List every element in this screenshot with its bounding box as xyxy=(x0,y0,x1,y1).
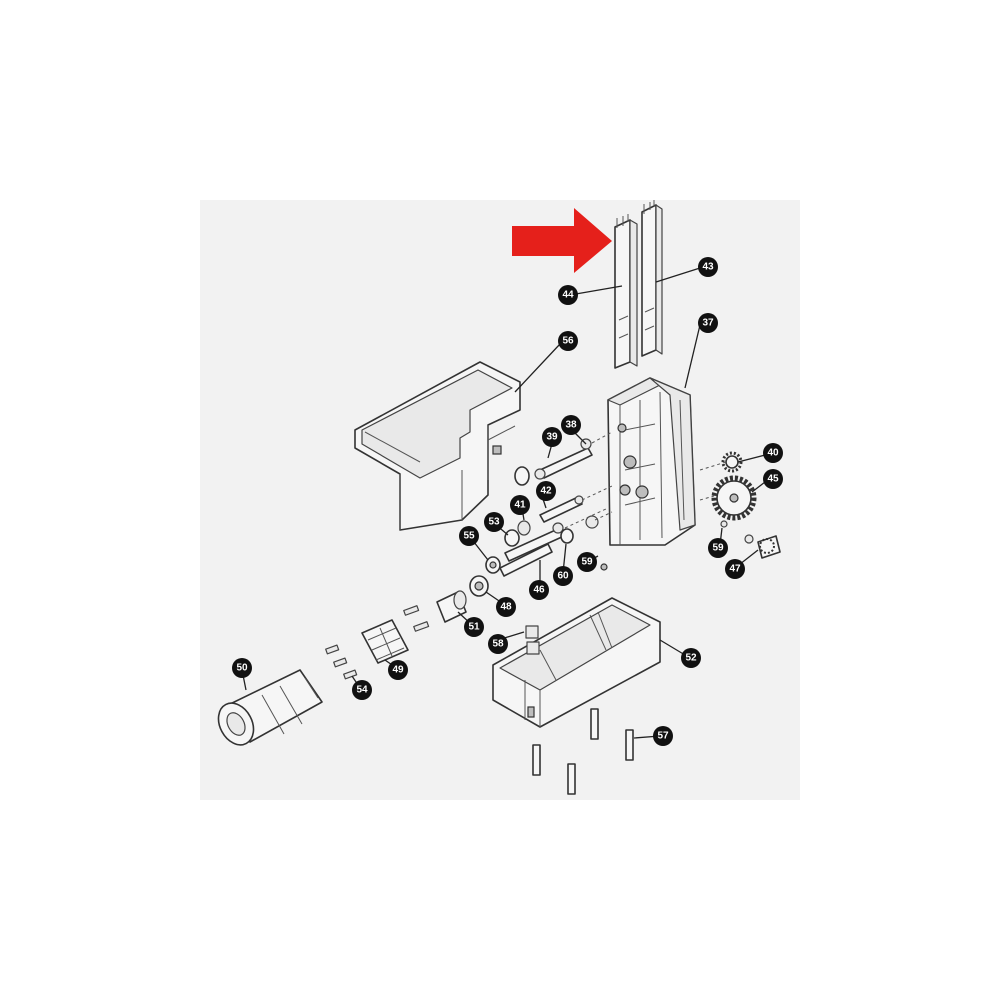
callout-54: 54 xyxy=(352,680,372,700)
svg-text:42: 42 xyxy=(540,486,552,497)
gear-part-41 xyxy=(514,466,531,536)
screw-set xyxy=(325,605,430,680)
svg-text:41: 41 xyxy=(514,500,526,511)
callout-47: 47 xyxy=(725,559,745,579)
svg-text:59: 59 xyxy=(712,543,724,554)
callout-52: 52 xyxy=(681,648,701,668)
callout-49: 49 xyxy=(388,660,408,680)
callout-44: 44 xyxy=(558,285,578,305)
callout-50: 50 xyxy=(232,658,252,678)
callout-51: 51 xyxy=(464,617,484,637)
shaft-part-42 xyxy=(539,495,584,523)
pinion-part-47 xyxy=(744,534,781,559)
red-pointer-arrow xyxy=(512,208,612,273)
callout-55: 55 xyxy=(459,526,479,546)
gearbox-housing-part-37 xyxy=(607,377,696,546)
shaft-part-39 xyxy=(534,438,593,480)
callout-45: 45 xyxy=(763,469,783,489)
svg-text:45: 45 xyxy=(767,474,779,485)
callout-37: 37 xyxy=(698,313,718,333)
callout-57: 57 xyxy=(653,726,673,746)
svg-text:60: 60 xyxy=(557,571,569,582)
gear-part-55 xyxy=(485,556,501,574)
svg-text:40: 40 xyxy=(767,448,779,459)
svg-text:48: 48 xyxy=(500,602,512,613)
callout-42: 42 xyxy=(536,481,556,501)
svg-text:57: 57 xyxy=(657,731,669,742)
svg-text:53: 53 xyxy=(488,517,500,528)
base-tray-part-52 xyxy=(492,597,661,728)
callout-38: 38 xyxy=(561,415,581,435)
svg-text:59: 59 xyxy=(581,557,593,568)
callout-39: 39 xyxy=(542,427,562,447)
svg-text:43: 43 xyxy=(702,262,714,273)
coupling-part-48 xyxy=(469,575,489,597)
svg-text:46: 46 xyxy=(533,585,545,596)
svg-text:49: 49 xyxy=(392,665,404,676)
svg-text:38: 38 xyxy=(565,420,577,431)
callout-48: 48 xyxy=(496,597,516,617)
svg-text:56: 56 xyxy=(562,336,574,347)
motor-part-50 xyxy=(217,669,323,746)
ring-part-60 xyxy=(560,515,599,544)
svg-text:58: 58 xyxy=(492,639,504,650)
svg-text:52: 52 xyxy=(685,653,697,664)
housing-tray-part-56 xyxy=(354,361,521,531)
bolts-part-57 xyxy=(532,708,634,795)
callout-53: 53 xyxy=(484,512,504,532)
gear-part-45 xyxy=(711,475,757,521)
callout-41: 41 xyxy=(510,495,530,515)
svg-text:37: 37 xyxy=(702,318,714,329)
bushing-part-53 xyxy=(504,529,520,547)
callout-56: 56 xyxy=(558,331,578,351)
rail-part-43 xyxy=(641,200,663,357)
svg-text:50: 50 xyxy=(236,663,248,674)
callout-43: 43 xyxy=(698,257,718,277)
svg-text:55: 55 xyxy=(463,531,475,542)
washer-part-59b xyxy=(720,520,728,528)
callout-58: 58 xyxy=(488,634,508,654)
connector-part-58 xyxy=(525,625,540,655)
motor-bracket-part-49 xyxy=(361,619,409,664)
svg-text:51: 51 xyxy=(468,622,480,633)
callout-40: 40 xyxy=(763,443,783,463)
callout-60: 60 xyxy=(553,566,573,586)
callout-46: 46 xyxy=(529,580,549,600)
rail-part-44 xyxy=(614,214,638,369)
sleeve-part-51 xyxy=(436,590,467,623)
svg-text:44: 44 xyxy=(562,290,574,301)
svg-text:47: 47 xyxy=(729,564,741,575)
screw-part-59a xyxy=(600,563,608,571)
callout-59-right: 59 xyxy=(708,538,728,558)
callout-59-left: 59 xyxy=(577,552,597,572)
svg-text:39: 39 xyxy=(546,432,558,443)
svg-text:54: 54 xyxy=(356,685,368,696)
